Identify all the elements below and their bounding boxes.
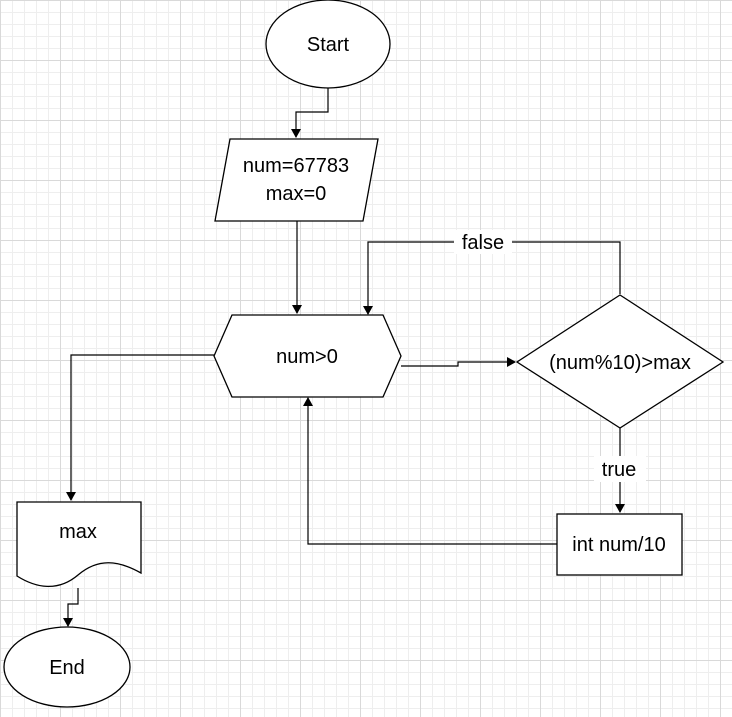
edge-loop-to-output [66,354,214,501]
process-label: int num/10 [572,534,665,556]
end-label: End [49,657,85,679]
decision-label: (num%10)>max [549,352,691,374]
edge-label-false: false [462,232,504,254]
output-label: max [59,521,97,543]
edge-output-to-end [63,588,79,627]
edge-start-to-input [291,88,329,138]
input-line-max: max=0 [266,183,327,205]
start-terminal[interactable] [265,0,391,89]
output-document[interactable] [16,501,142,588]
loop-hexagon[interactable] [213,314,402,398]
edge-process-to-loop [303,397,557,545]
input-line-num: num=67783 [243,155,349,177]
edge-loop-to-decision [401,357,516,367]
false-label-bg [454,230,512,254]
decision-diamond[interactable] [515,294,725,429]
true-label-bg [594,456,646,482]
end-terminal[interactable] [3,626,131,708]
loop-label: num>0 [276,346,338,368]
input-parallelogram[interactable] [214,138,379,222]
edge-label-true: true [602,459,636,481]
process-rect[interactable] [556,513,683,576]
start-label: Start [307,34,350,56]
